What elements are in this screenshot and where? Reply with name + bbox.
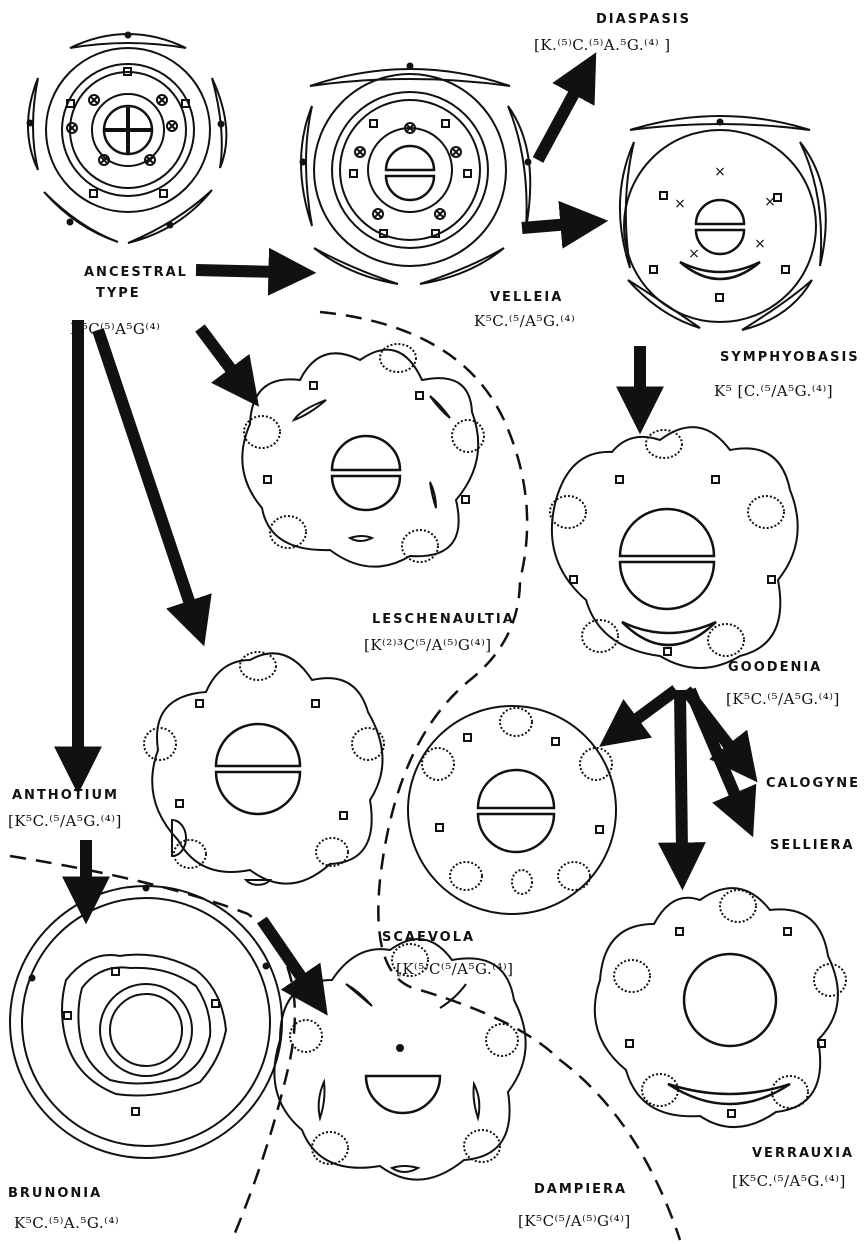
arrows xyxy=(78,86,738,984)
leschenaultia-diagram xyxy=(242,344,484,567)
dashed-boundaries xyxy=(10,312,680,1240)
label-velleia: VELLEIA xyxy=(490,290,563,305)
formula-symphyobasis: K⁵ [C.⁽⁵/A⁵G.⁽⁴⁾] xyxy=(714,382,833,400)
formula-scaevola: [K⁽⁵⁾C⁽⁵/A⁵G.⁽⁴⁾] xyxy=(396,960,513,978)
symphyobasis-diagram: × × × × × xyxy=(620,116,826,330)
label-goodenia: GOODENIA xyxy=(728,660,822,675)
brunonia-diagram xyxy=(10,886,282,1159)
formula-anthotium: [K⁵C.⁽⁵/A⁵G.⁽⁴⁾] xyxy=(8,812,122,830)
arrow-anthotium-to-dampiera xyxy=(262,920,306,984)
svg-text:×: × xyxy=(764,194,776,210)
formula-diaspasis: [K.⁽⁵⁾C.⁽⁵⁾A.⁵G.⁽⁴⁾ ] xyxy=(534,36,671,54)
label-verrauxia: VERRAUXIA xyxy=(752,1146,854,1161)
label-brunonia: BRUNONIA xyxy=(8,1186,102,1201)
arrow-goodenia-to-scaevola xyxy=(630,690,676,724)
svg-text:×: × xyxy=(714,164,726,180)
anthotium-diagram xyxy=(144,652,384,885)
svg-text:×: × xyxy=(688,246,700,262)
scaevola-diagram xyxy=(408,706,616,914)
svg-text:×: × xyxy=(754,236,766,252)
verrauxia-diagram xyxy=(595,888,846,1127)
formula-verrauxia: [K⁵C.⁽⁵/A⁵G.⁽⁴⁾] xyxy=(732,1172,846,1190)
label-scaevola: SCAEVOLA xyxy=(382,930,475,945)
svg-text:×: × xyxy=(674,196,686,212)
label-symphyobasis: SYMPHYOBASIS xyxy=(720,350,860,365)
label-leschenaultia: LESCHENAULTIA xyxy=(372,612,515,627)
label-dampiera: DAMPIERA xyxy=(534,1182,627,1197)
velleia-diagram xyxy=(301,64,531,285)
formula-brunonia: K⁵C.⁽⁵⁾A.⁵G.⁽⁴⁾ xyxy=(14,1214,119,1232)
arrow-velleia-to-symphyobasis xyxy=(522,224,570,228)
formula-leschenaultia: [K⁽²⁾³C⁽⁵/A⁽⁵⁾G⁽⁴⁾] xyxy=(364,636,492,654)
arrow-velleia-to-diaspasis xyxy=(538,86,578,160)
label-diaspasis: DIASPASIS xyxy=(596,12,691,27)
arrow-ancestral-to-velleia xyxy=(196,270,278,272)
label-calogyne: CALOGYNE xyxy=(766,776,860,791)
goodenia-diagram xyxy=(550,427,798,668)
arrow-ancestral-to-leschenaultia xyxy=(200,328,236,376)
label-anthotium: ANTHOTIUM xyxy=(12,788,119,803)
label-selliera: SELLIERA xyxy=(770,838,855,853)
formula-ancestral-type: K⁵C⁽⁵⁾A⁵G⁽⁴⁾ xyxy=(70,320,160,338)
arrow-ancestral-to-anthotium-diagram xyxy=(98,330,192,610)
ancestral-type-diagram xyxy=(28,33,227,244)
arrow-goodenia-to-verrauxia xyxy=(680,690,682,852)
formula-dampiera: [K⁵C⁽⁵/A⁽⁵⁾G⁽⁴⁾] xyxy=(518,1212,631,1230)
formula-goodenia: [K⁵C.⁽⁵/A⁵G.⁽⁴⁾] xyxy=(726,690,840,708)
label-ancestral-type-1: ANCESTRAL xyxy=(84,265,188,280)
label-ancestral-type-2: TYPE xyxy=(96,286,141,301)
formula-velleia: K⁵C.⁽⁵/A⁵G.⁽⁴⁾ xyxy=(474,312,575,330)
